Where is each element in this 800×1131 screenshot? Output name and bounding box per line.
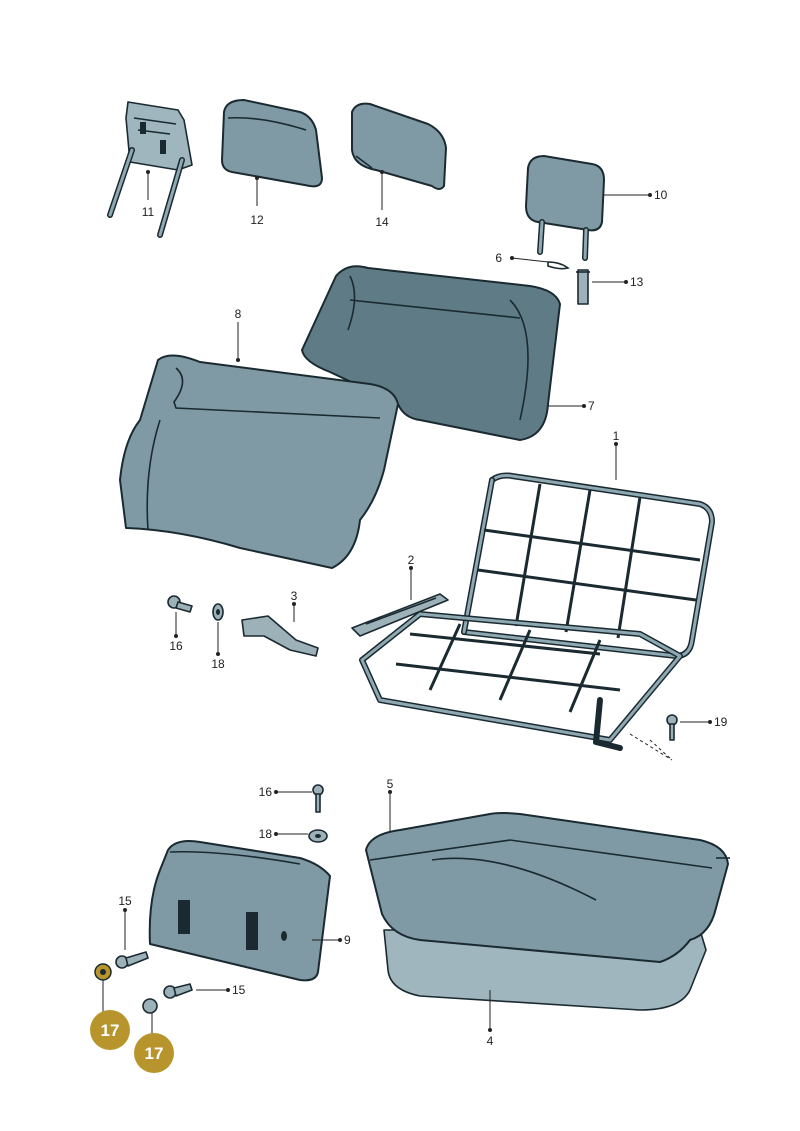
- part-9-side-trim: [148, 840, 331, 982]
- callout-16-upper: 16: [169, 639, 183, 653]
- callout-12: 12: [250, 213, 264, 227]
- callout-18-upper: 18: [211, 657, 225, 671]
- part-1-seat-frame: [359, 472, 715, 751]
- part-18-washer-lower: [308, 829, 328, 843]
- part-16-screw-upper: [167, 595, 193, 613]
- badge-17-a-label: 17: [101, 1021, 120, 1040]
- callout-6: 6: [495, 251, 502, 265]
- callout-13: 13: [630, 275, 644, 289]
- part-18-washer-upper: [212, 603, 224, 621]
- part-11-headrest-guide: [107, 101, 193, 238]
- part-13-guide-sleeve: [576, 269, 590, 305]
- part-12-headrest-cushion: [221, 99, 323, 188]
- callout-3: 3: [291, 589, 298, 603]
- part-5-seat-cushion: [365, 812, 730, 963]
- callout-14: 14: [375, 215, 389, 229]
- part-2-rail: [351, 593, 449, 637]
- part-19-screw: [666, 714, 678, 741]
- callout-2: 2: [408, 553, 415, 567]
- callout-5: 5: [387, 777, 394, 791]
- part-3-bracket: [241, 615, 319, 657]
- badge-17-b-label: 17: [145, 1044, 164, 1063]
- callout-7: 7: [588, 399, 595, 413]
- callout-19: 19: [714, 715, 728, 729]
- callout-9: 9: [344, 933, 351, 947]
- highlight-badge-17-b[interactable]: 17: [134, 1033, 174, 1073]
- callout-1: 1: [613, 429, 620, 443]
- callout-8: 8: [235, 307, 242, 321]
- part-16-screw-lower: [312, 784, 324, 813]
- leader-lines: [102, 170, 712, 1036]
- part-17-nut: [94, 963, 112, 981]
- callout-labels: 11 12 14 10 6 13 8 7 1 2 3 16 18 19 16 1…: [118, 188, 727, 1048]
- callout-11: 11: [142, 205, 155, 219]
- callout-15-lower: 15: [232, 983, 246, 997]
- callout-15-upper: 15: [118, 894, 132, 908]
- part-17-cap: [142, 998, 158, 1014]
- part-10-headrest: [525, 155, 605, 261]
- part-7-backrest-rear: [301, 265, 561, 441]
- highlight-badge-17-a[interactable]: 17: [90, 1010, 130, 1050]
- callout-16-lower: 16: [259, 785, 273, 799]
- part-15-bolt-upper: [115, 951, 149, 969]
- part-8-backrest-cushion: [119, 354, 399, 569]
- part-14-headrest-cover: [351, 102, 447, 190]
- callout-4: 4: [487, 1034, 494, 1048]
- part-6-clip: [547, 261, 570, 270]
- callout-18-lower: 18: [259, 827, 273, 841]
- part-15-bolt-lower: [163, 983, 193, 999]
- callout-10: 10: [654, 188, 668, 202]
